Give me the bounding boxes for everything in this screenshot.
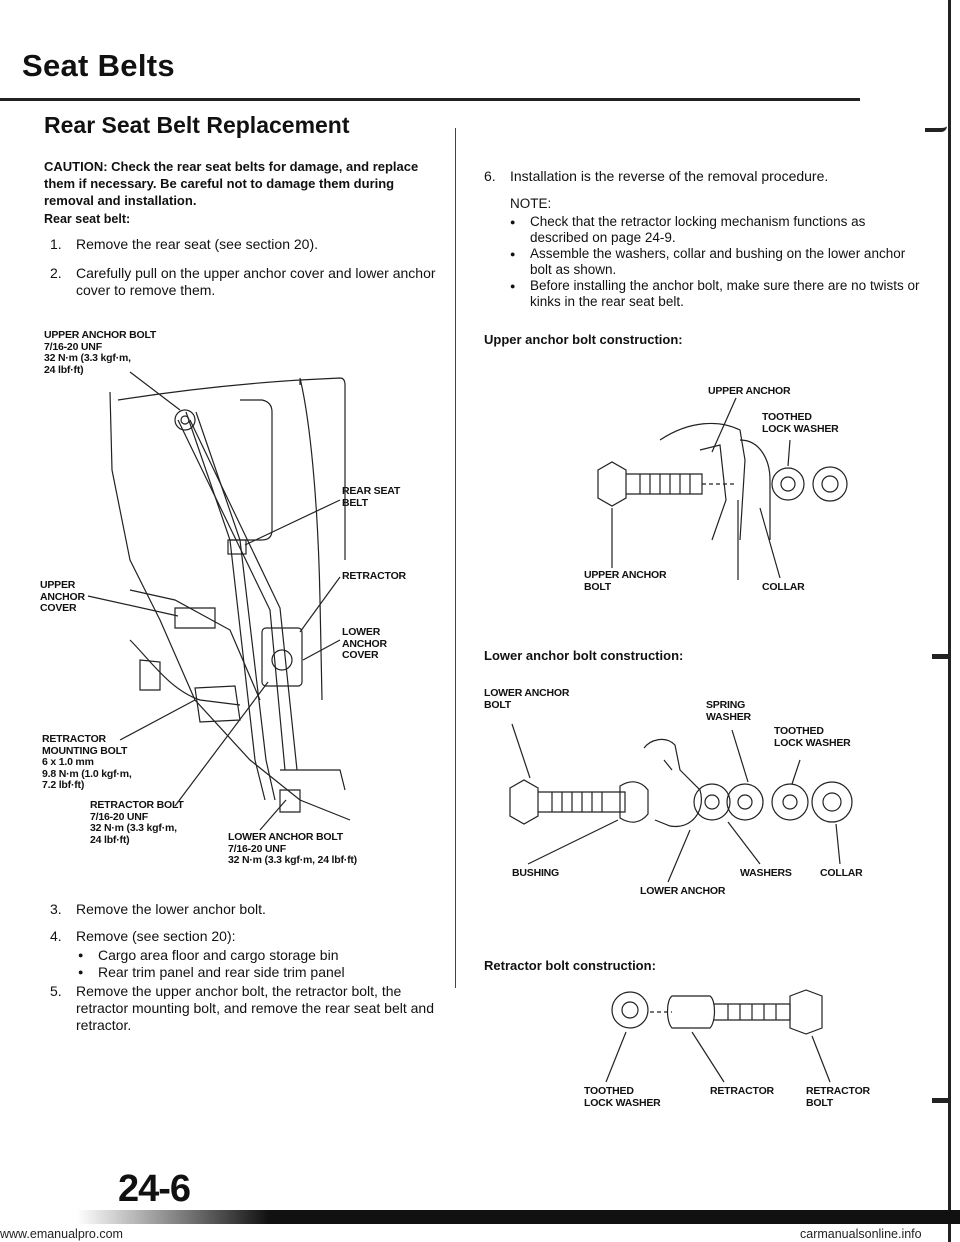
retractor-construction-heading: Retractor bolt construction: [484,958,656,973]
notes-list: Check that the retractor locking mechani… [510,214,920,310]
column-divider [455,128,456,988]
note-item: Assemble the washers, collar and bushing… [510,246,920,278]
label-retractor-bolt: RETRACTOR BOLT 7/16-20 UNF 32 N·m (3.3 k… [90,799,184,846]
label-rear-seat-belt: REAR SEAT BELT [342,485,401,509]
rear-seat-belt-label: Rear seat belt: [44,212,131,226]
label-toothed-lock-washer: TOOTHED LOCK WASHER [762,411,839,435]
label-lower-anchor: LOWER ANCHOR [640,885,726,897]
label-upper-anchor: UPPER ANCHOR [708,385,791,397]
bullet-item: Cargo area floor and cargo storage bin [78,947,448,964]
caution-text: CAUTION: Check the rear seat belts for d… [44,159,419,208]
label-retractor: RETRACTOR [342,570,406,582]
label-lower-anchor-bolt: LOWER ANCHOR BOLT 7/16-20 UNF 32 N·m (3.… [228,831,357,866]
label-lower-anchor-bolt-2: LOWER ANCHOR BOLT [484,687,570,711]
footer-url-right[interactable]: carmanualsonline.info [800,1227,922,1241]
label-toothed-lock-washer-2: TOOTHED LOCK WASHER [774,725,851,749]
label-washers: WASHERS [740,867,792,879]
binding-mark [925,118,947,132]
page-title: Seat Belts [22,48,175,83]
step-4: 4. Remove (see section 20): Cargo area f… [50,928,450,981]
label-collar-2: COLLAR [820,867,863,879]
bullet-item: Rear trim panel and rear side trim panel [78,964,448,981]
label-upper-anchor-bolt-2: UPPER ANCHOR BOLT [584,569,667,593]
label-spring-washer: SPRING WASHER [706,699,751,723]
note-item: Before installing the anchor bolt, make … [510,278,920,310]
label-retractor-mounting-bolt: RETRACTOR MOUNTING BOLT 6 x 1.0 mm 9.8 N… [42,733,132,791]
note-item: Check that the retractor locking mechani… [510,214,920,246]
footer-bar [0,1210,960,1224]
page-number: 24-6 [118,1168,191,1210]
title-rule [0,98,860,101]
label-upper-anchor-bolt: UPPER ANCHOR BOLT 7/16-20 UNF 32 N·m (3.… [44,329,157,376]
label-retractor-bolt-2: RETRACTOR BOLT [806,1085,870,1109]
label-collar: COLLAR [762,581,805,593]
binding-mark [932,646,948,659]
label-retractor-2: RETRACTOR [710,1085,774,1097]
label-lower-anchor-cover: LOWER ANCHOR COVER [342,626,387,661]
footer-url-left[interactable]: www.emanualpro.com [0,1227,123,1241]
label-bushing: BUSHING [512,867,560,879]
binding-edge [948,0,951,1242]
section-title: Rear Seat Belt Replacement [44,112,350,138]
label-toothed-lock-washer-3: TOOTHED LOCK WASHER [584,1085,661,1109]
binding-mark [932,1090,948,1103]
upper-construction-heading: Upper anchor bolt construction: [484,332,683,347]
lower-construction-heading: Lower anchor bolt construction: [484,648,684,663]
label-upper-anchor-cover: UPPER ANCHOR COVER [40,579,85,614]
note-label: NOTE: [510,196,552,211]
